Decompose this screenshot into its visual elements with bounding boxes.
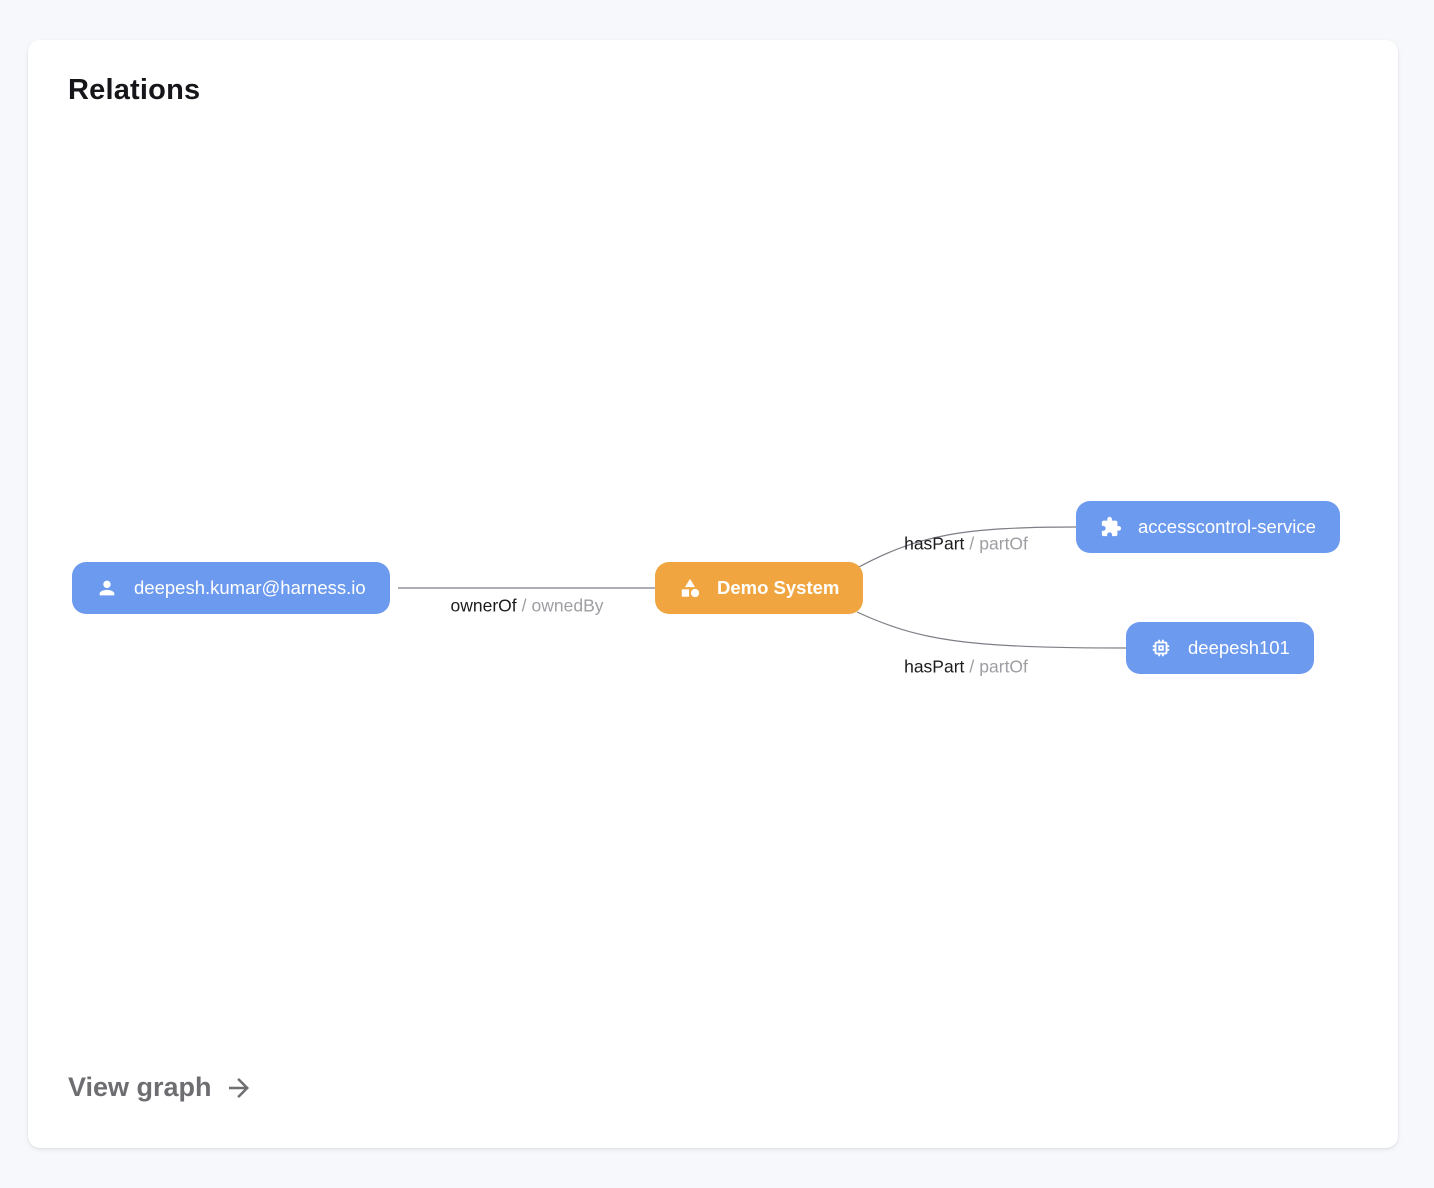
person-icon — [96, 577, 118, 599]
view-graph-link[interactable]: View graph — [68, 1072, 254, 1103]
edge-label-ownerof-ownedby: ownerOf/ownedBy — [450, 596, 603, 617]
arrow-right-icon — [228, 1077, 249, 1098]
view-graph-label: View graph — [68, 1072, 212, 1102]
relation-forward: hasPart — [904, 533, 965, 554]
node-label: deepesh101 — [1188, 637, 1290, 658]
relation-reverse: partOf — [979, 656, 1028, 677]
edges-layer — [398, 526, 1127, 649]
memory-icon — [1150, 637, 1172, 659]
relation-forward: hasPart — [904, 656, 965, 677]
relations-graph: deepesh.kumar@harness.io Demo System acc… — [28, 40, 1398, 1148]
node-user-deepesh-kumar[interactable]: deepesh.kumar@harness.io — [72, 562, 390, 614]
relation-reverse: partOf — [979, 533, 1028, 554]
relation-reverse: ownedBy — [531, 595, 604, 616]
category-icon — [679, 577, 701, 599]
relation-forward: ownerOf — [450, 595, 517, 616]
edge-haspart-top — [856, 526, 1077, 569]
card-title: Relations — [68, 74, 201, 106]
node-component-deepesh101[interactable]: deepesh101 — [1126, 622, 1314, 674]
node-label: Demo System — [717, 577, 840, 598]
relation-separator: / — [969, 533, 975, 554]
node-label: accesscontrol-service — [1138, 516, 1316, 537]
node-system-demo-system[interactable]: Demo System — [655, 562, 864, 614]
node-service-accesscontrol[interactable]: accesscontrol-service — [1076, 501, 1340, 553]
edge-haspart-bottom — [856, 611, 1127, 649]
node-label: deepesh.kumar@harness.io — [134, 577, 366, 598]
relation-separator: / — [521, 595, 527, 616]
extension-icon — [1100, 516, 1122, 538]
relations-card: Relations deepesh.kumar@harness.io Demo … — [28, 40, 1398, 1148]
edge-label-haspart-partof-bottom: hasPart/partOf — [904, 657, 1028, 678]
edge-label-haspart-partof-top: hasPart/partOf — [904, 534, 1028, 555]
relation-separator: / — [969, 656, 975, 677]
